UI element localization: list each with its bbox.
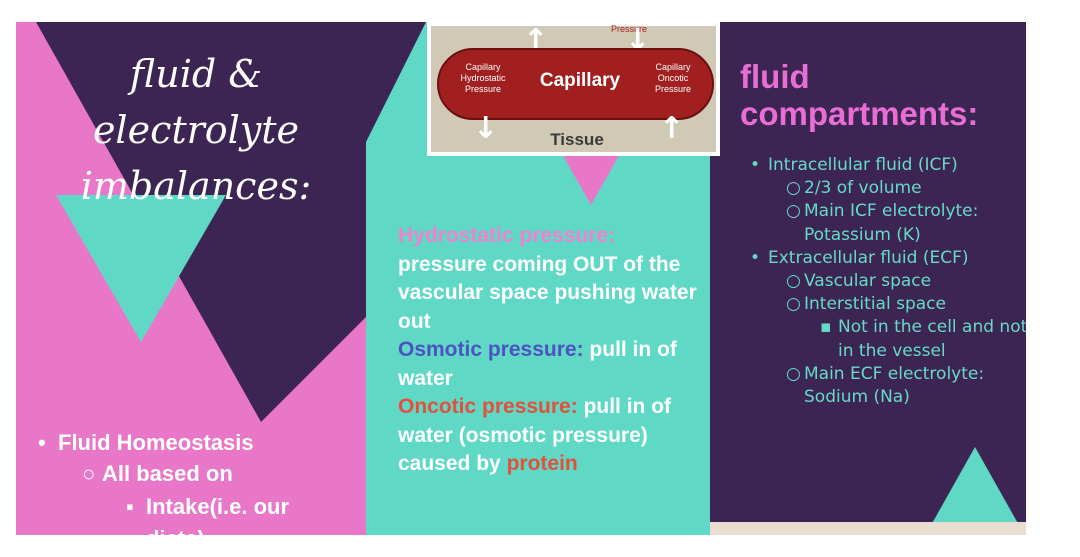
bullet-marker: • <box>38 430 46 455</box>
list-item-text: Extracellular fluid (ECF) <box>768 247 969 268</box>
list-marker: ▪ <box>820 317 832 338</box>
title-line-2: imbalances: <box>80 164 312 208</box>
capillary-vessel: Capillary Hydrostatic Pressure Capillary… <box>437 48 714 120</box>
compartment-item: ○Main ECF electrolyte: Sodium (Na) <box>750 363 1026 409</box>
pink-triangle <box>561 152 621 205</box>
capillary-oncotic-label: Capillary Oncotic Pressure <box>654 62 691 94</box>
bullet-text: Intake(i.e. our <box>146 494 290 519</box>
list-marker: ○ <box>786 363 801 384</box>
bullet-marker: ▪ <box>126 494 134 519</box>
list-item-text: 2/3 of volume <box>804 178 922 199</box>
bullet-intake: ▪ Intake(i.e. our <box>126 492 289 522</box>
capillary-center-label: Capillary <box>539 70 621 91</box>
slide-canvas: fluid & electrolyte imbalances: • Fluid H… <box>16 22 1026 535</box>
hydrostatic-definition: pressure coming OUT of the vascular spac… <box>398 252 697 333</box>
heading-line-1: fluid <box>740 58 810 95</box>
left-triangles <box>36 22 366 422</box>
list-marker: ○ <box>786 178 801 199</box>
bullet-all-based-on: ○All based on <box>82 459 233 489</box>
bottom-image-strip <box>710 522 1026 535</box>
compartments-list: •Intracellular fluid (ICF)○2/3 of volume… <box>750 154 1026 409</box>
pressure-definitions: Hydrostatic pressure: pressure coming OU… <box>398 222 698 479</box>
list-marker: • <box>750 155 761 175</box>
list-marker: ○ <box>786 271 801 292</box>
capillary-diagram-image: Pressure ↑ ↓ Capillary Hydrostatic Press… <box>427 22 720 156</box>
arrow-up-icon: ↑ <box>659 111 685 146</box>
compartment-item: ○Vascular space <box>750 270 1026 293</box>
list-item-text: Main ECF electrolyte: Sodium (Na) <box>804 363 985 408</box>
teal-triangle <box>56 195 226 342</box>
compartment-item: • Extracellular fluid (ECF) <box>750 247 1026 270</box>
bullet-fluid-homeostasis: • Fluid Homeostasis <box>38 428 254 458</box>
list-marker: ○ <box>786 294 801 315</box>
teal-corner-triangle <box>930 447 1020 527</box>
list-marker: ○ <box>786 201 801 222</box>
protein-word: protein <box>506 452 578 475</box>
compartment-item: • Intracellular fluid (ICF) <box>750 154 1026 177</box>
capillary-hydrostatic-label: Capillary Hydrostatic Pressure <box>460 62 506 94</box>
bullet-text: Fluid Homeostasis <box>58 430 254 455</box>
compartments-heading: fluid compartments: <box>740 58 978 132</box>
list-marker: • <box>750 247 761 268</box>
compartment-item: ○Main ICF electrolyte: Potassium (K) <box>750 200 1026 246</box>
list-item-text: Intracellular fluid (ICF) <box>768 155 958 175</box>
bullet-text: diets) <box>146 526 205 535</box>
hydrostatic-term: Hydrostatic pressure: <box>398 224 616 247</box>
list-item-text: Interstitial space <box>804 294 946 315</box>
compartment-item: ○2/3 of volume <box>750 177 1026 200</box>
bullet-text: All based on <box>102 461 233 486</box>
oncotic-definition: pull in of water (osmotic pressure) caus… <box>398 395 672 475</box>
middle-triangles <box>366 22 621 205</box>
compartment-item: ○Interstitial space <box>750 293 1026 316</box>
pressure-top-label: Pressure <box>611 24 648 34</box>
heading-line-2: compartments: <box>740 95 979 132</box>
oncotic-term: Oncotic pressure: <box>398 395 578 418</box>
title-line-1: fluid & electrolyte <box>92 52 300 152</box>
osmotic-definition: pull in of water <box>398 338 677 390</box>
bullet-diets: diets) <box>146 524 205 535</box>
left-panel: fluid & electrolyte imbalances: • Fluid H… <box>16 22 366 535</box>
tissue-label: Tissue <box>550 130 604 149</box>
page-title: fluid & electrolyte imbalances: <box>36 46 356 214</box>
list-item-text: Main ICF electrolyte: Potassium (K) <box>804 201 979 245</box>
osmotic-term: Osmotic pressure: <box>398 338 584 361</box>
bullet-marker: ○ <box>82 461 96 486</box>
list-item-text: Vascular space <box>804 271 932 292</box>
arrow-down-icon: ↓ <box>473 111 499 146</box>
dark-corner <box>366 22 426 142</box>
list-item-text: Not in the cell and not in the vessel <box>838 317 1026 361</box>
right-panel: fluid compartments: • Intracellular fluid… <box>710 22 1026 535</box>
compartment-item: ▪ Not in the cell and not in the vessel <box>750 316 1026 362</box>
